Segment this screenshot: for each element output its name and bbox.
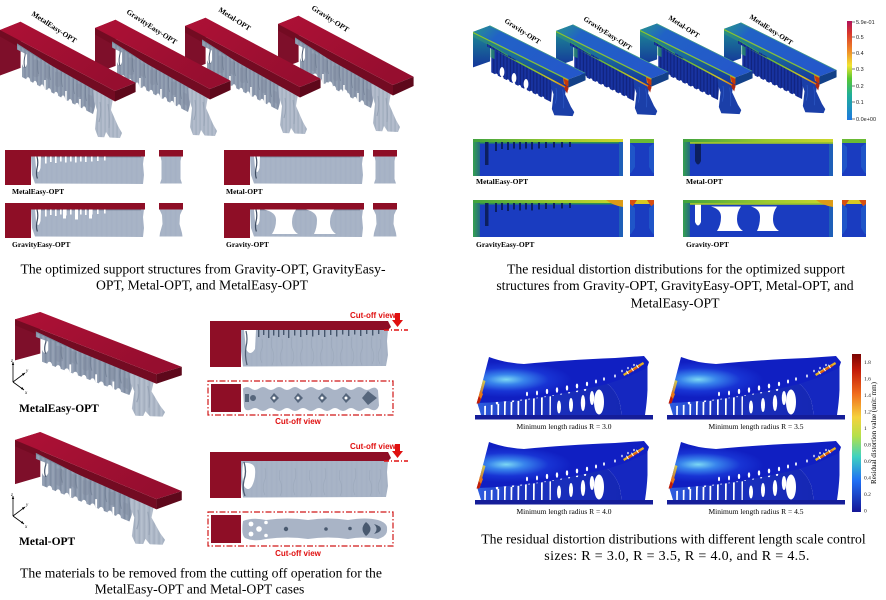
svg-text:0.6: 0.6 <box>864 459 871 465</box>
svg-text:MetalEasy-OPT: MetalEasy-OPT <box>19 403 99 415</box>
svg-text:Residual distortion value (uni: Residual distortion value (unit: mm) <box>870 381 878 484</box>
svg-text:Minimum length radius R = 4.0: Minimum length radius R = 4.0 <box>516 507 611 516</box>
svg-text:Cut-off view: Cut-off view <box>350 442 397 451</box>
svg-text:1.8: 1.8 <box>864 360 871 366</box>
svg-text:Metal-OPT: Metal-OPT <box>686 177 723 186</box>
svg-text:MetalEasy-OPT: MetalEasy-OPT <box>476 177 528 186</box>
svg-text:Minimum length radius R = 3.5: Minimum length radius R = 3.5 <box>708 422 803 431</box>
svg-text:5.9e-01: 5.9e-01 <box>856 20 875 26</box>
svg-text:z: z <box>10 359 13 364</box>
svg-text:0.1: 0.1 <box>856 100 864 106</box>
svg-text:Gravity-OPT: Gravity-OPT <box>226 240 269 249</box>
svg-text:1.6: 1.6 <box>864 377 871 383</box>
svg-text:0.2: 0.2 <box>856 84 864 90</box>
svg-text:0.8: 0.8 <box>864 443 871 449</box>
svg-text:MetalEasy-OPT: MetalEasy-OPT <box>631 296 721 311</box>
svg-text:y: y <box>25 503 29 508</box>
svg-text:0.4: 0.4 <box>856 51 864 57</box>
svg-text:0.0e+00: 0.0e+00 <box>856 117 876 123</box>
svg-text:z: z <box>10 493 13 498</box>
svg-text:Cut-off view: Cut-off view <box>350 311 397 320</box>
svg-text:The materials to be removed fr: The materials to be removed from the cut… <box>20 566 382 581</box>
svg-text:MetalEasy-OPT and Metal-OPT ca: MetalEasy-OPT and Metal-OPT cases <box>95 582 305 597</box>
svg-text:Gravity-OPT: Gravity-OPT <box>686 240 729 249</box>
svg-text:The residual distortion distri: The residual distortion distributions fo… <box>507 262 845 277</box>
svg-text:0.3: 0.3 <box>856 67 864 73</box>
svg-text:Cut-off view: Cut-off view <box>275 417 322 426</box>
svg-text:Metal-OPT: Metal-OPT <box>226 187 263 196</box>
svg-text:GravityEasy-OPT: GravityEasy-OPT <box>476 240 534 249</box>
svg-text:x: x <box>24 525 28 530</box>
svg-text:sizes: R = 3.0, R = 3.5, R = 4: sizes: R = 3.0, R = 3.5, R = 4.0, and R … <box>544 549 809 564</box>
svg-text:Cut-off view: Cut-off view <box>275 549 322 558</box>
svg-text:OPT, Metal-OPT, and MetalEasy-: OPT, Metal-OPT, and MetalEasy-OPT <box>96 278 309 293</box>
svg-text:The residual distortion distri: The residual distortion distributions wi… <box>481 532 866 547</box>
svg-text:1.2: 1.2 <box>864 410 871 416</box>
svg-text:0.2: 0.2 <box>864 492 871 498</box>
svg-text:Metal-OPT: Metal-OPT <box>19 536 76 548</box>
svg-text:0.4: 0.4 <box>864 476 871 482</box>
svg-text:structures from Gravity-OPT, G: structures from Gravity-OPT, GravityEasy… <box>496 278 853 293</box>
svg-text:MetalEasy-OPT: MetalEasy-OPT <box>12 187 64 196</box>
svg-text:Minimum length radius R = 3.0: Minimum length radius R = 3.0 <box>516 422 611 431</box>
svg-text:GravityEasy-OPT: GravityEasy-OPT <box>12 240 70 249</box>
svg-text:x: x <box>24 391 28 396</box>
svg-text:y: y <box>25 369 29 374</box>
svg-text:The optimized support structur: The optimized support structures from Gr… <box>20 262 385 277</box>
svg-text:0.5: 0.5 <box>856 35 864 41</box>
svg-text:0: 0 <box>864 509 867 515</box>
svg-text:Minimum length radius R = 4.5: Minimum length radius R = 4.5 <box>708 507 803 516</box>
svg-text:1.4: 1.4 <box>864 393 871 399</box>
svg-text:1: 1 <box>864 426 867 432</box>
